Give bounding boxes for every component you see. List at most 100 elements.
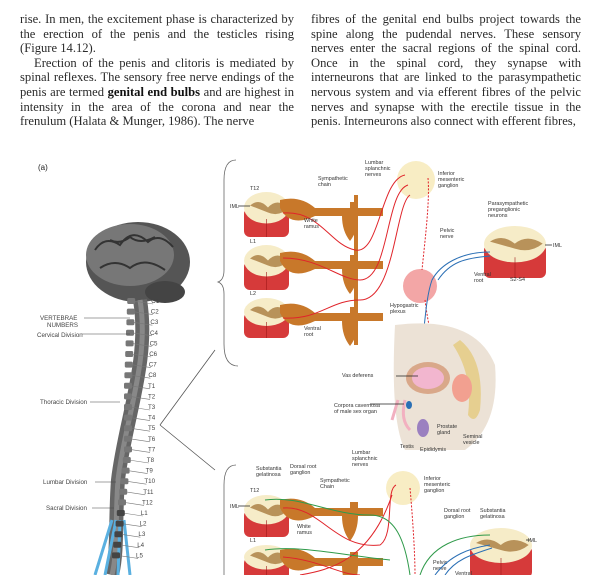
inferior-mesenteric-ganglion-lower xyxy=(386,471,420,505)
spinal-cord-section-l2 xyxy=(244,298,289,338)
figure-label: gland xyxy=(437,430,450,436)
figure-label: ganglion xyxy=(444,514,464,520)
brace-upper xyxy=(216,159,239,367)
spinal-cord-section-l1 xyxy=(244,245,289,290)
bold-term: genital end bulbs xyxy=(107,84,201,99)
figure-label: nerve xyxy=(440,234,454,240)
paragraph: rise. In men, the excitement phase is ch… xyxy=(20,12,294,56)
vertebra-label: T6 xyxy=(148,436,156,443)
inferior-mesenteric-ganglion xyxy=(397,161,435,199)
panel-label: (a) xyxy=(38,163,48,172)
label-cervical-division: Cervical Division xyxy=(37,332,83,339)
vertebra-label: C8 xyxy=(148,372,156,379)
figure-label: Seminal xyxy=(463,434,482,440)
figure-label: White xyxy=(297,524,311,530)
vertebra-label: T7 xyxy=(148,446,156,453)
vertebra-label: T10 xyxy=(144,478,155,485)
figure-label: IML xyxy=(230,504,239,510)
vertebra-label: T5 xyxy=(148,425,156,432)
figure-label: IML xyxy=(553,243,562,249)
figure-label: Sympathetic xyxy=(320,478,350,484)
figure-label: splanchnic xyxy=(365,166,391,172)
figure-label: Epididymis xyxy=(420,447,446,453)
figure-label: Inferior xyxy=(424,476,441,482)
figure-label: Inferior xyxy=(438,171,455,177)
spinal-cord-section-l1-lower xyxy=(244,545,289,575)
figure-label: IML xyxy=(528,538,537,544)
text-column-left: rise. In men, the excitement phase is ch… xyxy=(20,12,294,129)
figure-label: mesenteric xyxy=(424,482,451,488)
figure-label: S2-S4 xyxy=(510,277,525,283)
figure-label: ganglion xyxy=(290,470,310,476)
vertebra-label: T2 xyxy=(148,393,156,400)
spinal-cord-section-sacral-lower xyxy=(470,528,532,575)
figure-label: White xyxy=(304,218,318,224)
sympathetic-chain-segment xyxy=(280,303,383,346)
vertebra-label: C4 xyxy=(150,330,158,337)
vertebra-label: T3 xyxy=(148,404,156,411)
vertebra-labels: C1C2C3C4C5C6C7C8T1T2T3T4T5T6T7T8T9T10T11… xyxy=(112,298,160,559)
figure-label: Pelvic xyxy=(433,560,448,566)
figure-label: Ventral xyxy=(304,326,321,332)
text-column-right: fibres of the genital end bulbs project … xyxy=(311,12,581,129)
figure-label: Pelvic xyxy=(440,228,455,234)
figure-label: neurons xyxy=(488,213,508,219)
figure-label: ramus xyxy=(297,530,312,536)
figure-label: L1 xyxy=(250,538,256,544)
vertebra-label: L3 xyxy=(138,531,145,538)
figure-label: Testis xyxy=(400,444,414,450)
figure-label: splanchnic xyxy=(352,456,378,462)
figure-label: L1 xyxy=(250,239,256,245)
sympathetic-chain-segment xyxy=(280,251,383,294)
figure-label: gelatinosa xyxy=(480,514,505,520)
figure-label: Lumbar xyxy=(365,160,383,166)
figure-label: Chain xyxy=(320,484,334,490)
figure-label: Dorsal root xyxy=(444,508,471,514)
paragraph: fibres of the genital end bulbs project … xyxy=(311,12,581,129)
figure-label: mesenteric xyxy=(438,177,465,183)
figure-label: preganglionic xyxy=(488,207,520,213)
sympathetic-chain-segment xyxy=(280,548,383,575)
connector-lines xyxy=(159,349,216,471)
figure-label: Parasympathetic xyxy=(488,201,528,207)
spinal-cord-section-s2-s4 xyxy=(484,226,546,278)
figure-label: Prostate xyxy=(437,424,457,430)
vertebra-label: L4 xyxy=(137,542,144,549)
vertebra-label: C6 xyxy=(149,351,157,358)
vertebra-label: T1 xyxy=(148,383,156,390)
vertebra-label: L2 xyxy=(140,521,147,528)
label-sacral-division: Sacral Division xyxy=(46,505,87,512)
vertebra-label: T12 xyxy=(142,499,153,506)
figure-label: ganglion xyxy=(438,183,458,189)
spinal-reflex-figure: (a) C1C2C3C4C5C6C7C8T1T2T3T4T5T6T7T8T9T1… xyxy=(37,159,562,575)
figure-label: of male sex organ xyxy=(334,409,377,415)
figure-label: ganglion xyxy=(424,488,444,494)
vertebra-label: T9 xyxy=(146,468,154,475)
figure-label: Hypogastric xyxy=(390,303,419,309)
sympathetic-chain-segment xyxy=(280,198,383,241)
figure-label: Corpora cavernosa xyxy=(334,403,380,409)
figure-label: nerves xyxy=(365,172,381,178)
vertebra-label: C2 xyxy=(151,309,159,316)
figure-label: L2 xyxy=(250,291,256,297)
figure-label: IML xyxy=(230,204,239,210)
figure-label: gelatinosa xyxy=(256,472,281,478)
sympathetic-chain-segment xyxy=(280,498,383,541)
figure-label: Sympathetic xyxy=(318,176,348,182)
label-thoracic-division: Thoracic Division xyxy=(40,399,88,406)
figure-label: Dorsal root xyxy=(290,464,317,470)
figure-label: T12 xyxy=(250,186,259,192)
label-lumbar-division: Lumbar Division xyxy=(43,479,88,486)
hypogastric-plexus xyxy=(403,269,437,303)
paragraph: Erection of the penis and clitoris is me… xyxy=(20,56,294,129)
vertebra-label: C5 xyxy=(150,340,158,347)
vertebra-label: T11 xyxy=(143,489,154,496)
figure-label: plexus xyxy=(390,309,406,315)
vertebra-label: C1 xyxy=(151,298,159,305)
vertebra-label: T4 xyxy=(148,415,156,422)
figure-label: nerves xyxy=(352,462,368,468)
vertebra-label: T8 xyxy=(147,457,155,464)
figure-label: Ventral xyxy=(455,571,472,575)
figure-label: T12 xyxy=(250,488,259,494)
figure-label: Substantia xyxy=(256,466,281,472)
